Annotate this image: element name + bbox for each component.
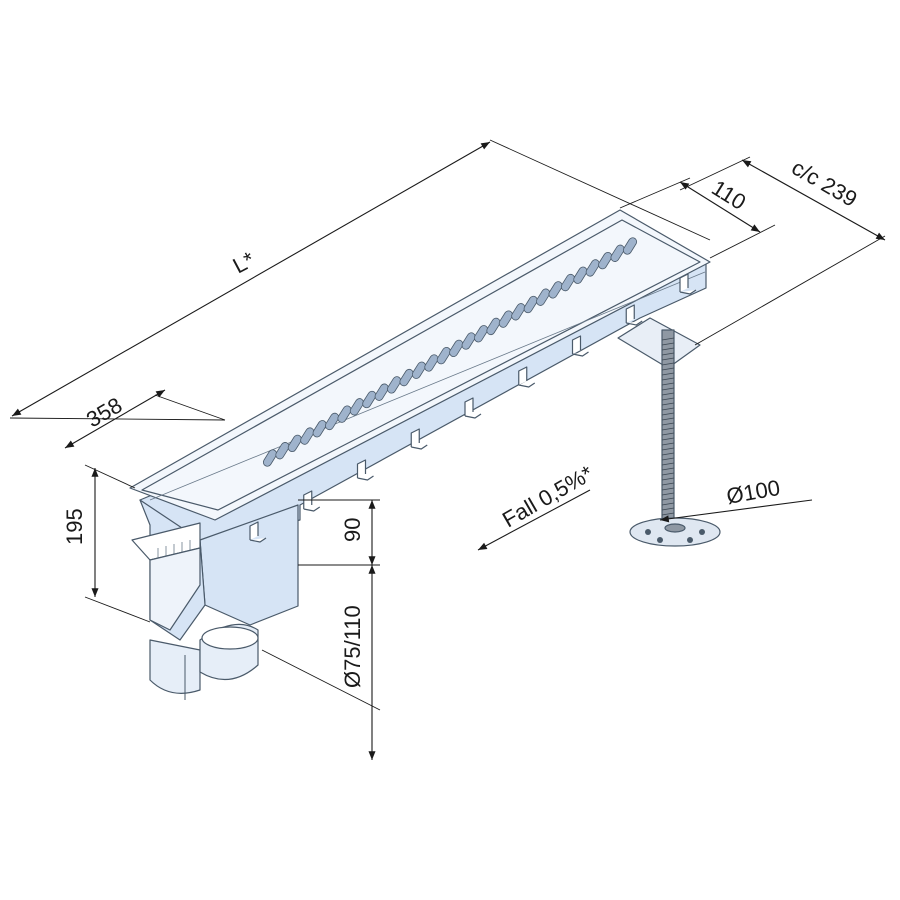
- support-hook: [625, 304, 643, 326]
- length-label: L*: [229, 246, 259, 278]
- width-label: 110: [707, 175, 750, 215]
- thread-line: [661, 397, 675, 401]
- thread-line: [661, 337, 675, 341]
- grate-slot: [536, 288, 551, 306]
- grate: [129, 209, 711, 521]
- grate-slot: [585, 259, 600, 277]
- dimension-195: 195: [62, 464, 151, 623]
- grate-slot: [312, 420, 327, 438]
- support-hook: [249, 521, 267, 543]
- thread-line: [661, 487, 675, 491]
- thread-line: [661, 377, 675, 381]
- thread-line: [661, 502, 675, 506]
- support-hook: [303, 490, 321, 512]
- outlet-pipe: [149, 623, 259, 700]
- support-hook: [679, 273, 697, 295]
- thread-line: [661, 497, 675, 501]
- grate-slot: [262, 449, 278, 467]
- thread-line: [661, 452, 675, 456]
- thread-line: [661, 362, 675, 366]
- thread-line: [661, 412, 675, 416]
- grate-slot: [573, 266, 588, 284]
- grate-slot: [598, 251, 613, 270]
- dimension-foot: Ø100: [659, 475, 813, 523]
- adjustable-foot: [617, 317, 721, 547]
- grate-slot: [610, 244, 625, 262]
- thread-line: [661, 407, 675, 411]
- foot-diameter-label: Ø100: [725, 475, 782, 509]
- dimension-outlet: Ø75/110: [261, 565, 381, 760]
- thread-line: [661, 382, 675, 386]
- thread-line: [661, 457, 675, 461]
- grate-slot: [498, 310, 513, 328]
- offset-label: 358: [82, 392, 126, 432]
- thread-line: [661, 387, 675, 391]
- thread-line: [661, 482, 675, 486]
- thread-line: [661, 462, 675, 466]
- grate-slot: [622, 237, 638, 255]
- fall-label: Fall 0,5%*: [498, 460, 598, 532]
- grate-slot: [287, 434, 302, 453]
- grate-slot: [300, 427, 315, 445]
- thread-line: [661, 422, 675, 426]
- thread-line: [661, 472, 675, 476]
- thread-line: [661, 467, 675, 471]
- grate-slot: [560, 273, 575, 292]
- thread-line: [661, 442, 675, 446]
- support-hook: [518, 366, 536, 388]
- support-hook: [571, 335, 589, 357]
- thread-line: [661, 432, 675, 436]
- thread-line: [661, 402, 675, 406]
- fall-annotation: Fall 0,5%*: [477, 460, 598, 551]
- grate-slots: [262, 237, 638, 467]
- outlet-diameter-label: Ø75/110: [340, 605, 365, 688]
- thread-line: [661, 427, 675, 431]
- dimension-cc239: c/c 239: [679, 155, 886, 346]
- grate-slot: [511, 303, 526, 321]
- support-hook: [410, 428, 428, 450]
- thread-line: [661, 492, 675, 496]
- thread-line: [661, 447, 675, 451]
- thread-line: [661, 437, 675, 441]
- centre-spacing-label: c/c 239: [788, 155, 862, 212]
- thread-line: [661, 507, 675, 511]
- thread-line: [661, 417, 675, 421]
- thread-line: [661, 357, 675, 361]
- depth-label: 90: [340, 518, 365, 542]
- thread-line: [661, 372, 675, 376]
- thread-line: [661, 352, 675, 356]
- thread-line: [661, 477, 675, 481]
- thread-line: [661, 347, 675, 351]
- thread-line: [661, 342, 675, 346]
- support-hook: [356, 459, 374, 481]
- thread-line: [661, 367, 675, 371]
- dimension-90: 90: [298, 499, 380, 566]
- grate-slot: [523, 295, 538, 314]
- thread-line: [661, 512, 675, 516]
- grate-slot: [548, 281, 563, 299]
- height-label: 195: [62, 508, 87, 545]
- thread-line: [661, 392, 675, 396]
- grate-slot: [275, 442, 290, 460]
